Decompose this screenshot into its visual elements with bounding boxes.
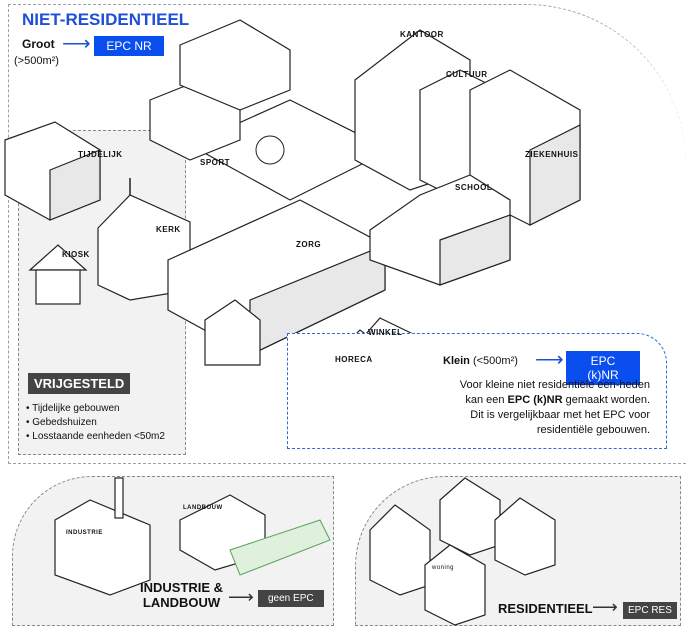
landbouw-building: [179, 494, 331, 576]
klein-label: Klein (<500m²): [443, 355, 518, 367]
arrow-icon: ⟶: [592, 597, 618, 617]
list-item: • Tijdelijke gebouwen: [26, 403, 120, 414]
epc-res-badge: EPC RES: [623, 602, 677, 619]
list-item: • Losstaande eenheden <50m2: [26, 431, 165, 442]
klein-description: Voor kleine niet residentiële een-heden …: [459, 379, 650, 436]
label-cultuur: CULTUUR: [446, 70, 488, 79]
groot-label: Groot: [22, 37, 55, 51]
label-kantoor: KANTOOR: [400, 30, 444, 39]
kantoor-cultuur-ziekenhuis: [354, 29, 581, 226]
label-landbouw: LANDBOUW: [183, 505, 223, 511]
industrie-building: [54, 477, 151, 596]
list-item: • Gebedshuizen: [26, 417, 97, 428]
kerk-building: [97, 178, 191, 301]
epc-nr-badge: EPC NR: [94, 36, 164, 56]
label-tijdelijk: TIJDELIJK: [78, 150, 123, 159]
label-kerk: KERK: [156, 225, 181, 234]
woning-buildings: [369, 477, 556, 626]
page-title: NIET-RESIDENTIEEL: [22, 10, 190, 29]
residentieel-title: RESIDENTIEEL: [498, 601, 593, 616]
label-woning: woning: [432, 565, 455, 571]
vrijgesteld-list: • Tijdelijke gebouwen • Gebedshuizen • L…: [26, 402, 165, 444]
arrow-icon: ⟶: [62, 33, 91, 55]
label-ziekenhuis: ZIEKENHUIS: [525, 150, 579, 159]
arrow-icon: ⟶: [228, 587, 254, 607]
school-building: [369, 174, 511, 286]
sport-building: [149, 19, 291, 161]
label-zorg: ZORG: [296, 240, 322, 249]
label-industrie: INDUSTRIE: [66, 530, 103, 536]
groot-size: (>500m²): [14, 55, 59, 67]
arrow-icon: ⟶: [535, 349, 564, 371]
epc-knr-badge: EPC (k)NR: [566, 351, 640, 385]
zorg-building: [167, 199, 386, 366]
niet-residentieel-zone: [8, 4, 686, 464]
label-winkel: WINKEL: [368, 328, 403, 337]
label-school: SCHOOL: [455, 183, 493, 192]
industrie-title: INDUSTRIE &LANDBOUW: [140, 580, 224, 610]
label-horeca: HORECA: [335, 355, 373, 364]
label-sport: SPORT: [200, 158, 231, 167]
vrijgesteld-title: VRIJGESTELD: [28, 373, 131, 394]
geen-epc-badge: geen EPC: [258, 590, 324, 607]
tijdelijk-building: [4, 121, 101, 221]
kiosk-building: [28, 244, 88, 305]
label-kiosk: KIOSK: [62, 250, 90, 259]
